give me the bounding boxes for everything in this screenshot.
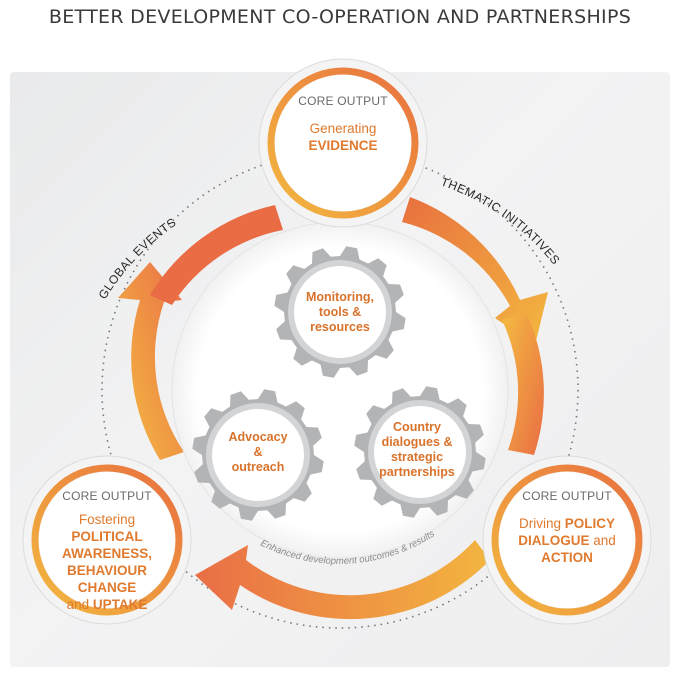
- gear-label-country: Country dialogues & strategic partnershi…: [379, 420, 455, 479]
- core-output-and: and: [593, 533, 616, 548]
- core-output-text: Fostering: [78, 512, 136, 527]
- core-output-bold: AWARENESS,: [61, 546, 153, 561]
- core-output-left: CORE OUTPUT Fostering POLITICAL AWARENES…: [37, 489, 177, 613]
- core-circle-right: [482, 455, 652, 625]
- core-output-bold: UPTAKE: [92, 597, 148, 612]
- outer-dotted-orbit: [101, 151, 579, 629]
- page-title: BETTER DEVELOPMENT CO-OPERATION AND PART…: [48, 6, 632, 28]
- core-output-and: and: [66, 597, 90, 612]
- ring-arrow-left: [118, 262, 184, 460]
- gear-country-hub: [374, 406, 466, 498]
- core-output-right: CORE OUTPUT Driving POLICY DIALOGUE and …: [502, 489, 632, 566]
- core-output-bold: BEHAVIOUR CHANGE: [66, 563, 147, 595]
- ring-label-thematic: THEMATIC INITIATIVES: [439, 175, 562, 268]
- core-output-bold: ACTION: [541, 550, 593, 565]
- gear-label-monitoring: Monitoring, tools & resources: [305, 290, 375, 334]
- core-output-label: CORE OUTPUT: [298, 94, 388, 108]
- cycle-ring: [118, 197, 548, 620]
- gear-advocacy-hub: [212, 409, 304, 501]
- ring-arrow-top-right: [402, 197, 548, 345]
- core-output-top: CORE OUTPUT Generating EVIDENCE: [283, 94, 403, 154]
- ring-arrow-bottom: [195, 540, 490, 620]
- core-output-text: Driving: [518, 516, 561, 531]
- ring-arrow-top-left: [150, 205, 283, 305]
- core-output-bold: DIALOGUE: [518, 533, 590, 548]
- core-circle-top: [258, 58, 428, 228]
- core-circle-left: [22, 455, 192, 625]
- core-output-bold: POLITICAL: [71, 529, 143, 544]
- core-output-bold: POLICY: [564, 516, 616, 531]
- core-output-text: Generating: [309, 121, 377, 136]
- gear-monitoring-hub: [294, 266, 386, 358]
- core-output-label: CORE OUTPUT: [62, 489, 152, 503]
- core-output-label: CORE OUTPUT: [522, 489, 612, 503]
- svg-text:THEMATIC INITIATIVES: THEMATIC INITIATIVES: [439, 175, 563, 268]
- ring-arrow-right: [502, 312, 544, 455]
- gear-label-advocacy: Advocacy & outreach: [228, 430, 288, 474]
- core-output-bold: EVIDENCE: [308, 138, 378, 153]
- gear-group: [192, 246, 486, 521]
